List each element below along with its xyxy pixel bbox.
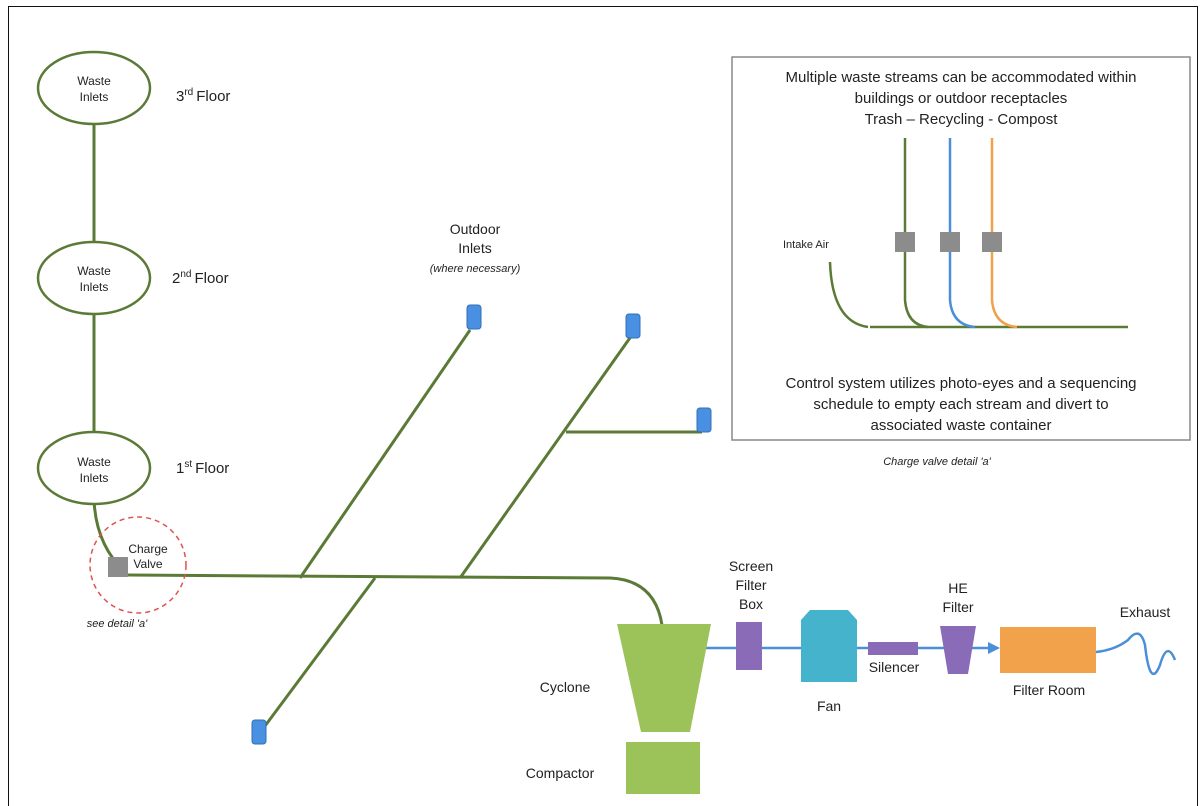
fan-label: Fan [817,698,841,714]
screen-filter-label-2: Filter [735,577,766,593]
he-filter-label-2: Filter [942,599,973,615]
exhaust-wave [1095,632,1177,676]
main-trunk-pipe [117,573,664,626]
charge-valve-highlight-circle [89,516,187,614]
branch-pipe-4 [260,577,377,731]
screen-filter-box-shape [736,622,762,670]
charge-valve-icon [108,557,128,577]
outdoor-inlet-icon [696,407,712,433]
outdoor-inlet-icon [251,719,267,745]
trash-stream-line [903,138,929,329]
inlet-1st-floor: Waste Inlets [36,430,152,506]
see-detail-note: see detail 'a' [87,618,148,630]
filter-room-label: Filter Room [1013,682,1085,698]
stream-valve-icon [982,232,1002,252]
compost-stream-line [990,138,1018,329]
inlet-label-line1: Waste [77,264,111,278]
outdoor-inlets-label-2: Inlets [458,240,491,256]
stream-valve-icon [895,232,915,252]
air-flow-arrow-icon [988,642,1000,654]
inlet-2nd-floor: Waste Inlets [36,240,152,316]
silencer-label: Silencer [869,659,920,675]
branch-pipe-1 [298,329,472,579]
charge-valve-detail-box: Multiple waste streams can be accommodat… [731,56,1191,441]
branch-pipe-2 [458,334,634,579]
outdoor-inlets-note: (where necessary) [430,263,521,275]
compactor-shape [626,742,700,794]
detail-footer-line1: Control system utilizes photo-eyes and a… [785,375,1136,392]
recycling-stream-line [948,138,976,329]
detail-footer-line2: schedule to empty each stream and divert… [813,396,1108,413]
filter-room-shape [1000,627,1096,673]
inlet-label-line2: Inlets [80,280,109,294]
exhaust-label: Exhaust [1120,604,1171,620]
outdoor-inlet-icon [625,313,641,339]
intake-air-line [828,261,869,329]
he-filter-label-1: HE [948,580,967,596]
fan-shape [801,610,857,682]
detail-heading-line1: Multiple waste streams can be accommodat… [786,69,1137,86]
detail-caption: Charge valve detail 'a' [883,456,991,468]
stream-valve-icon [940,232,960,252]
diagram-frame [8,6,1198,806]
inlet-label-line1: Waste [77,74,111,88]
detail-heading-line3: Trash – Recycling - Compost [865,111,1059,128]
charge-valve-label-1: Charge [128,542,168,556]
inlet-label-line2: Inlets [80,471,109,485]
inlet-label-line2: Inlets [80,90,109,104]
outdoor-inlet-icon [466,304,482,330]
he-filter-shape [940,626,976,674]
inlet-label-line1: Waste [77,455,111,469]
compactor-label: Compactor [526,765,595,781]
screen-filter-label-1: Screen [729,558,773,574]
inlet-3rd-floor: Waste Inlets [36,50,152,126]
cyclone-shape [617,624,711,732]
cyclone-label: Cyclone [540,679,591,695]
silencer-shape [868,642,918,655]
screen-filter-label-3: Box [739,596,763,612]
detail-heading-line2: buildings or outdoor receptacles [855,90,1068,107]
charge-valve-label-2: Valve [133,557,162,571]
intake-air-label: Intake Air [783,239,829,251]
outdoor-inlets-label-1: Outdoor [450,221,501,237]
detail-footer-line3: associated waste container [871,417,1052,434]
